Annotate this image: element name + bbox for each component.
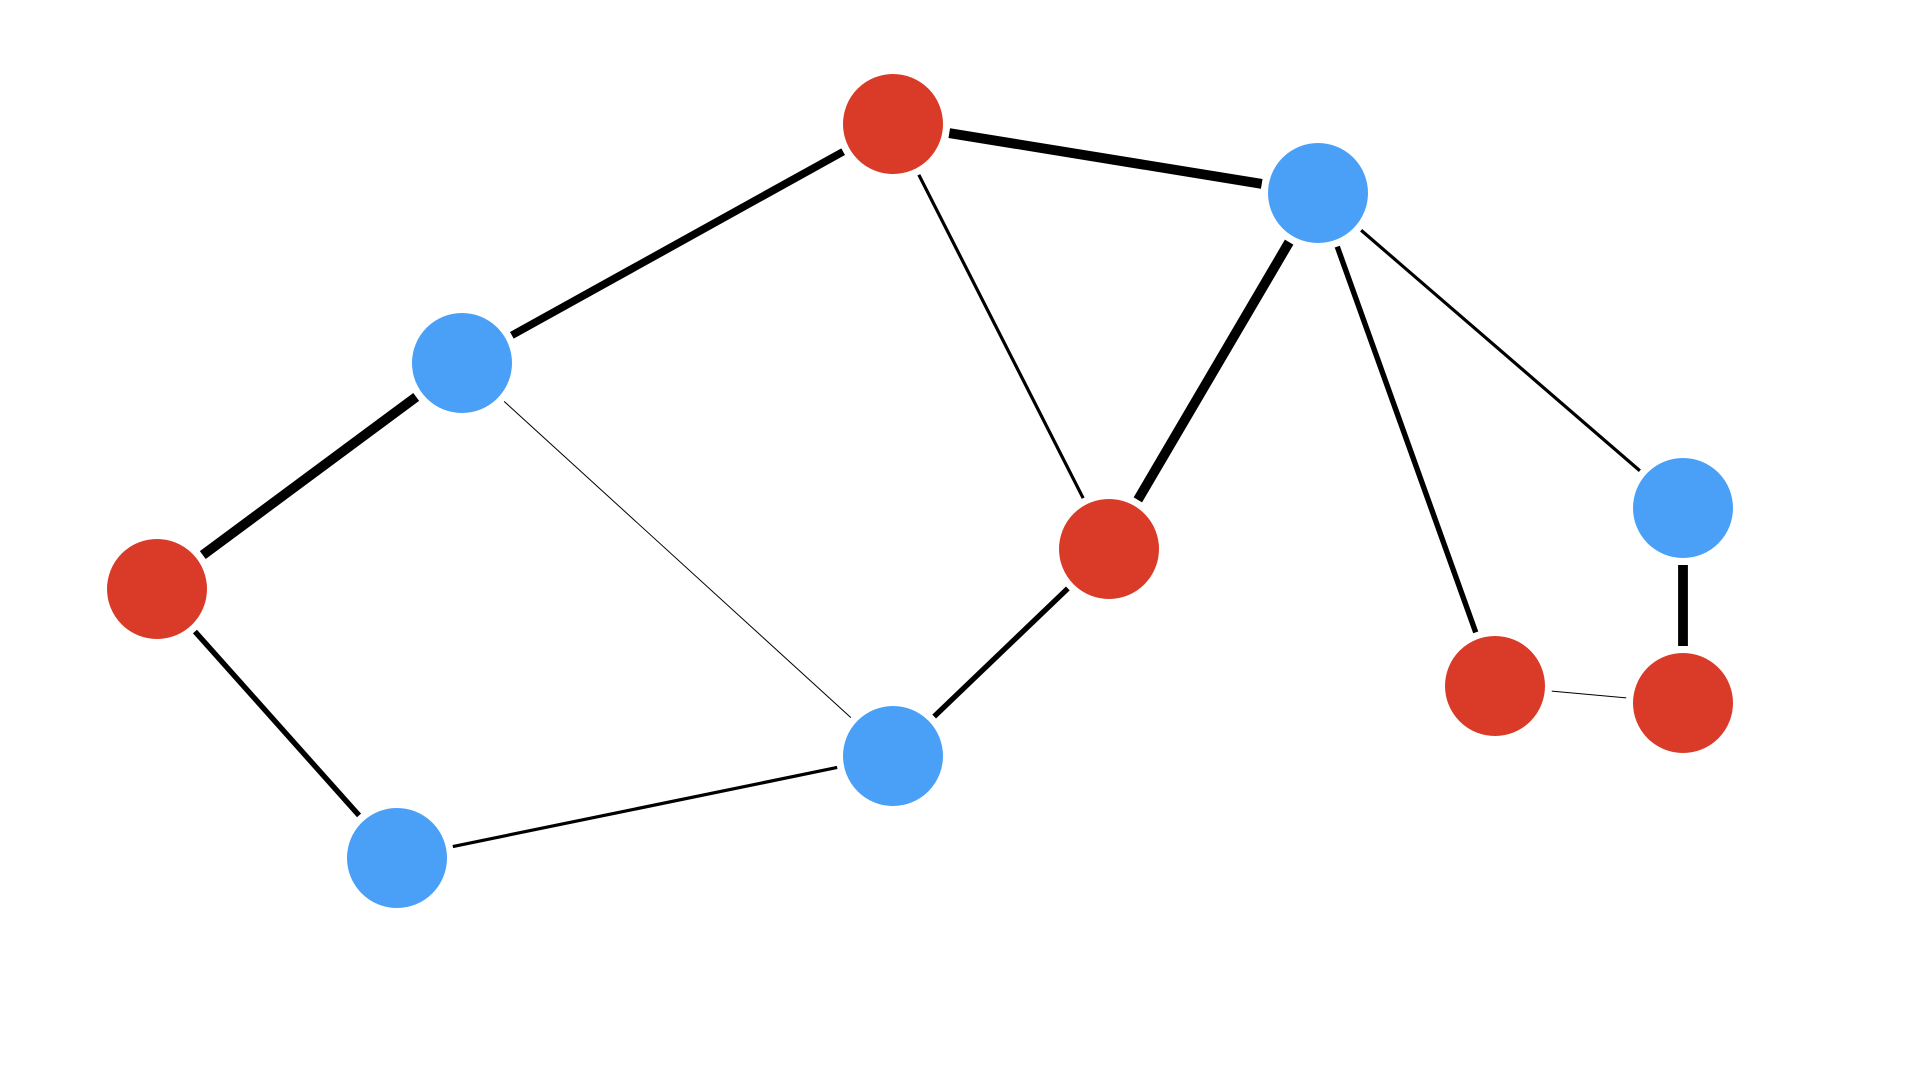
node-n9-red [1443, 634, 1547, 738]
edge-n3-n4 [199, 392, 420, 560]
edge-n1-n2 [948, 128, 1263, 189]
node-n1-red [841, 72, 945, 176]
edge-n6-n5 [932, 586, 1070, 719]
edge-n3-n6 [503, 401, 852, 718]
edge-n1-n3 [510, 148, 845, 339]
edge-n2-n5 [1133, 239, 1294, 503]
edge-n1-n5 [917, 174, 1085, 499]
edge-n8-n6 [452, 765, 838, 849]
edge-n2-n7 [1360, 229, 1641, 472]
edges-layer [192, 128, 1688, 849]
edge-n4-n8 [192, 629, 362, 818]
node-n3-blue [410, 311, 514, 415]
node-n4-red [105, 537, 209, 641]
node-n10-red [1631, 651, 1735, 755]
node-n6-blue [841, 704, 945, 808]
node-n7-blue [1631, 456, 1735, 560]
node-n8-blue [345, 806, 449, 910]
nodes-layer [105, 72, 1735, 910]
edge-n9-n10 [1551, 690, 1627, 699]
edge-n2-n9 [1334, 245, 1479, 634]
node-n5-red [1057, 497, 1161, 601]
node-n2-blue [1266, 141, 1370, 245]
